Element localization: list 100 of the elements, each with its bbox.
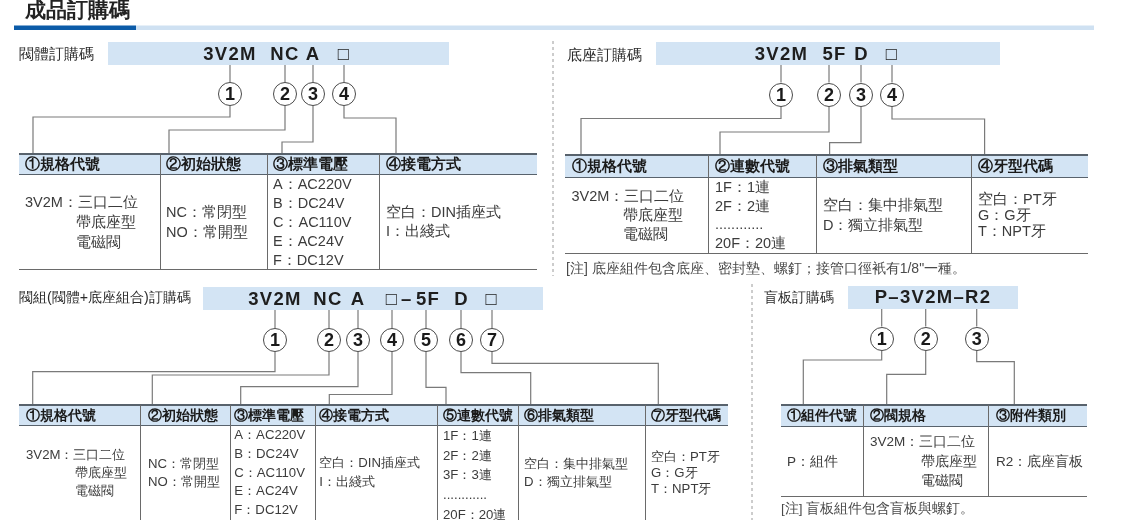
- table-column: [518, 404, 645, 520]
- option-text: NO：常開型: [166, 223, 248, 242]
- option-text: 空白：集中排氣型: [524, 454, 628, 473]
- table-column: [19, 153, 160, 270]
- leader-line: [168, 105, 286, 154]
- code-text: P–3V2M–R2: [874, 286, 992, 309]
- code-text: 5F: [415, 287, 441, 310]
- description-text: 3V2M：三口二位帶底座型電磁閥: [870, 433, 978, 491]
- header-cell: ①規格代號: [565, 156, 708, 178]
- table-column: [140, 404, 230, 520]
- callout-number: 5: [414, 328, 438, 352]
- option-text: I：出綫式: [386, 222, 451, 241]
- header-cell: ⑥排氣類型: [519, 406, 645, 426]
- leader-line: [491, 351, 659, 405]
- option-text: NC：常閉型: [148, 455, 220, 473]
- option-text: 空白：DIN插座式: [386, 202, 501, 222]
- leader-line: [343, 64, 345, 83]
- leader-line: [284, 64, 286, 83]
- leader-line: [357, 309, 359, 329]
- header-cell: ⑤連數代號: [438, 406, 518, 426]
- header-cell: ①組件代號: [781, 406, 863, 427]
- code-text: NC: [270, 42, 300, 65]
- header-cell: ④接電方式: [380, 155, 537, 175]
- callout-number: 2: [317, 328, 341, 352]
- option-text: 1F：1連: [443, 427, 492, 445]
- header-cell: ②閥規格: [864, 406, 988, 427]
- option-text: D：獨立排氣型: [524, 473, 612, 491]
- leader-line: [240, 351, 359, 405]
- leader-line: [328, 351, 393, 405]
- callout-number: 7: [480, 328, 504, 352]
- option-text: NO：常開型: [148, 473, 220, 491]
- option-text: ............: [715, 215, 764, 234]
- code-bar: [203, 287, 543, 310]
- leader-line: [886, 349, 927, 405]
- option-text: T：NPT牙: [978, 223, 1046, 240]
- code-text: 5F: [822, 42, 847, 65]
- leader-line: [828, 64, 830, 84]
- header-cell: ③排氣類型: [817, 156, 971, 178]
- header-cell: ⑦牙型代碼: [646, 406, 728, 426]
- callout-number: 2: [913, 326, 938, 351]
- description-text: 3V2M：三口二位帶底座型電磁閥: [25, 193, 139, 252]
- callout-number: 1: [769, 82, 793, 107]
- header-cell: ②連數代號: [709, 156, 816, 178]
- leader-line: [719, 105, 830, 155]
- leader-line: [580, 105, 782, 155]
- code-text: A: [305, 42, 321, 65]
- header-cell: ②初始狀態: [141, 406, 230, 426]
- table-column: [379, 153, 537, 270]
- option-text: C：AC110V: [273, 213, 352, 232]
- note-text: [注] 底座組件包含底座、密封墊、螺釘；接管口徑衹有1/8"一種。: [566, 258, 967, 278]
- header-cell: ④接電方式: [316, 406, 437, 426]
- code-text: A: [350, 287, 366, 310]
- section-label: 底座訂購碼: [567, 46, 642, 65]
- leader-line: [312, 64, 314, 83]
- code-text: □: [485, 287, 498, 310]
- option-text: A：AC220V: [273, 175, 352, 194]
- option-text: E：AC24V: [273, 232, 344, 251]
- option-text: D：獨立排氣型: [823, 216, 924, 236]
- table-column: [565, 154, 708, 254]
- table-column: [781, 404, 863, 497]
- option-text: 空白：集中排氣型: [823, 196, 943, 216]
- leader-line: [460, 351, 532, 405]
- code-text: 3V2M: [248, 287, 302, 310]
- callout-number: 3: [964, 326, 989, 351]
- leader-line: [802, 349, 883, 405]
- table-column: [988, 404, 1087, 497]
- option-text: F：DC12V: [273, 251, 344, 270]
- note-text: [注] 盲板組件包含盲板與螺釘。: [781, 500, 975, 518]
- callout-number: 1: [218, 82, 242, 106]
- header-cell: ③標準電壓: [231, 406, 315, 426]
- leader-line: [829, 105, 862, 155]
- section-label: 閥體訂購碼: [19, 45, 94, 64]
- table-column: [437, 404, 518, 520]
- section-label: 閥組(閥體+底座組合)訂購碼: [19, 288, 191, 307]
- option-text: G：G牙: [978, 207, 1031, 224]
- table-column: [315, 404, 437, 520]
- table-column: [160, 153, 267, 270]
- code-text: D: [854, 42, 869, 65]
- leader-line: [425, 309, 427, 329]
- table-column: [816, 154, 971, 254]
- option-text: B：DC24V: [273, 194, 345, 213]
- table-column: [230, 404, 315, 520]
- code-text: NC: [313, 287, 343, 310]
- code-bar: [108, 42, 449, 65]
- header-cell: ①規格代號: [19, 155, 160, 175]
- description-text: 3V2M：三口二位帶底座型電磁閥: [26, 445, 128, 501]
- table-column: [645, 404, 728, 520]
- leader-line: [343, 105, 397, 154]
- option-text: 2F：2連: [443, 446, 492, 465]
- callout-number: 1: [263, 328, 287, 352]
- leader-line: [32, 351, 276, 405]
- callout-number: 1: [869, 326, 894, 351]
- leader-line: [491, 309, 493, 329]
- option-text: I：出綫式: [319, 473, 375, 491]
- callout-number: 4: [380, 328, 404, 352]
- code-bar: [848, 286, 1018, 309]
- callout-number: 3: [301, 82, 325, 106]
- code-text: 3V2M: [754, 42, 809, 65]
- leader-line: [460, 309, 462, 329]
- leader-line: [976, 349, 1015, 405]
